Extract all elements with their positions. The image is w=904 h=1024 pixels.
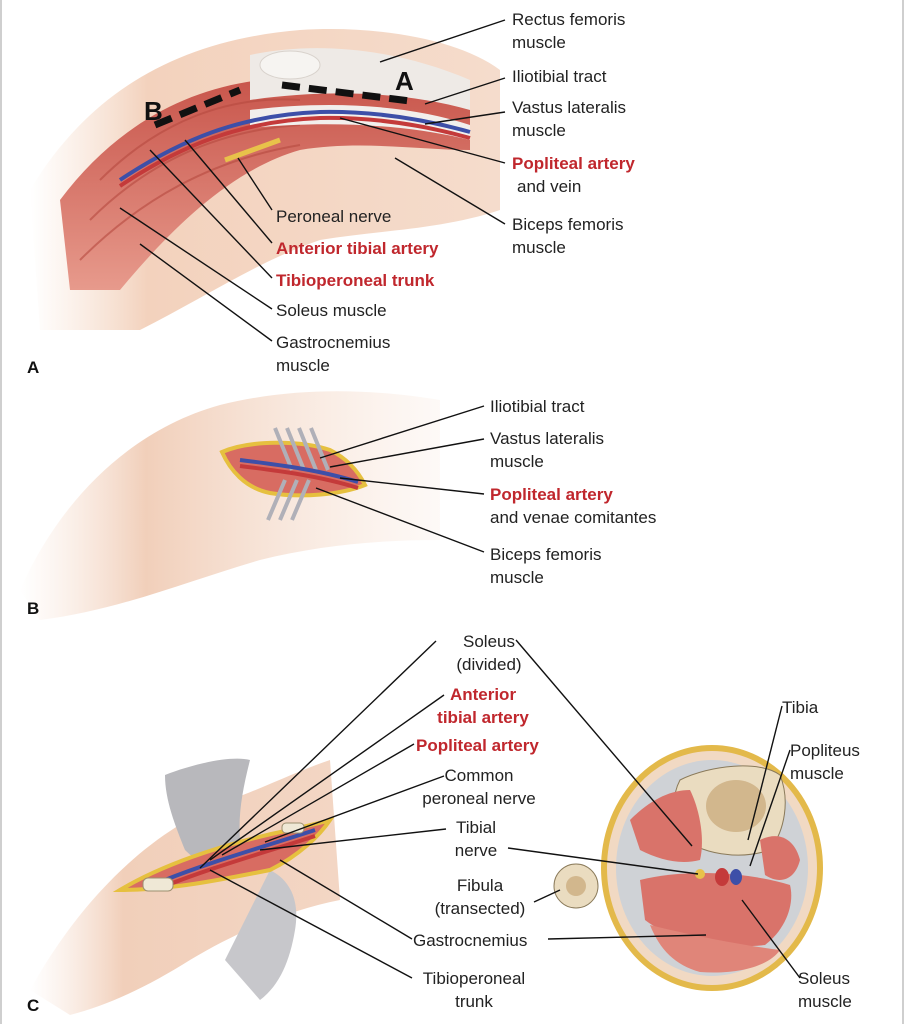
label-tibioperoneal-trunk: Tibioperoneal trunk: [276, 271, 435, 290]
label-c-gastrocnemius: Gastrocnemius: [413, 931, 528, 950]
label-c-soleus-divided: Soleus(divided): [456, 632, 522, 674]
label-soleus-muscle: Soleus muscle: [276, 301, 387, 320]
panel-b-illustration: [20, 391, 440, 620]
panel-a-illustration: [30, 29, 500, 331]
panel-c-illustration: [30, 745, 823, 1015]
incision-b-marker: B: [144, 96, 163, 126]
panel-b-letter: B: [27, 599, 40, 618]
left-frame-border: [0, 0, 2, 1024]
panel-c-letter: C: [27, 996, 40, 1015]
label-c-tibia: Tibia: [782, 698, 819, 717]
leader-lines: [119, 19, 801, 979]
label-c-popliteal-artery: Popliteal artery: [416, 736, 539, 755]
incision-a-marker: A: [395, 66, 414, 96]
right-frame-border: [902, 0, 904, 1024]
panel-a-letter: A: [27, 358, 40, 377]
label-c-fibula: Fibula(transected): [434, 876, 526, 918]
label-anterior-tibial-artery: Anterior tibial artery: [276, 239, 439, 258]
label-iliotibial-tract: Iliotibial tract: [512, 67, 607, 86]
label-peroneal-nerve: Peroneal nerve: [276, 207, 392, 226]
label-b-iliotibial-tract: Iliotibial tract: [490, 397, 585, 416]
